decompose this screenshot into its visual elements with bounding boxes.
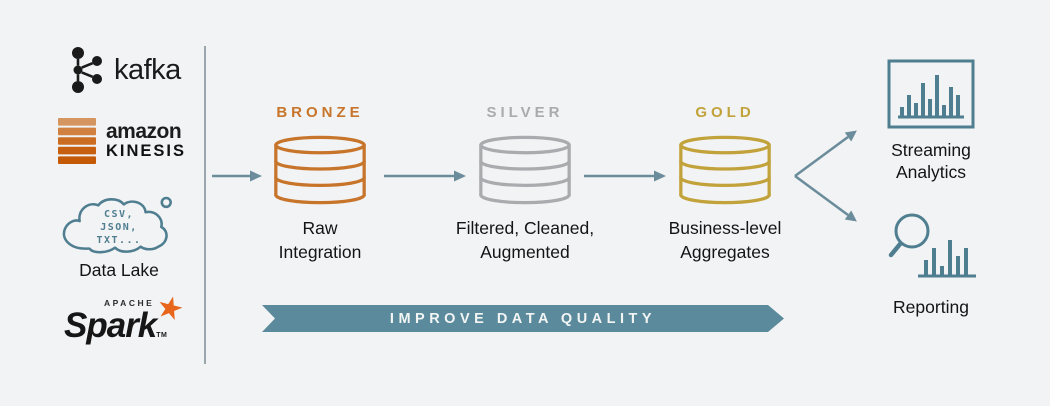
kafka-icon [72, 47, 102, 93]
reporting-label: Reporting [893, 297, 969, 317]
reporting-icon [888, 213, 976, 278]
flow-arrow-silver-to-gold [584, 170, 666, 182]
stage-header-gold: GOLD [695, 104, 755, 121]
spark-logo: SparkTM ★ [64, 291, 185, 345]
spark-label: Spark [64, 306, 157, 345]
stage-gold: GOLD Business-level Aggregates [615, 104, 835, 264]
amazon-label: amazon [106, 120, 182, 144]
stage-label-bronze: Raw Integration [278, 218, 362, 262]
cloud-line-1: CSV, [103, 209, 135, 220]
data-lake-source: CSV, JSON, TXT... Data Lake [58, 194, 184, 280]
silver-database-icon [479, 135, 571, 205]
kinesis-icon [58, 118, 96, 164]
flow-arrow-bronze-to-silver [384, 170, 466, 182]
stage-silver: SILVER Filtered, Cleaned, Augmented [415, 104, 635, 264]
data-lake-formats: CSV, JSON, TXT... [58, 208, 180, 247]
stage-header-silver: SILVER [486, 104, 564, 121]
stage-label-gold: Business-level Aggregates [668, 218, 782, 262]
apache-label: APACHE [104, 298, 155, 308]
stage-label-silver: Filtered, Cleaned, Augmented [455, 218, 595, 262]
spark-source: APACHE SparkTM ★ [64, 291, 185, 345]
improve-data-quality-label: IMPROVE DATA QUALITY [389, 310, 657, 327]
spark-trademark: TM [156, 332, 168, 339]
streaming-analytics-icon [887, 59, 975, 129]
flow-arrow-sources-to-bronze [212, 170, 262, 182]
kafka-source: kafka [64, 44, 181, 96]
data-lake-label: Data Lake [79, 260, 159, 280]
gold-database-icon [679, 135, 771, 205]
cloud-line-2: JSON, [100, 222, 138, 233]
cloud-line-3: TXT... [96, 235, 142, 246]
stage-header-bronze: BRONZE [276, 104, 364, 121]
flow-arrows-gold-to-outputs [794, 130, 857, 222]
kinesis-label: KINESIS [106, 142, 187, 161]
stage-bronze: BRONZE Raw Integration [210, 104, 430, 264]
sources-divider-line [204, 46, 206, 364]
kinesis-source: amazon KINESIS [56, 117, 186, 165]
improve-data-quality-banner: IMPROVE DATA QUALITY [262, 305, 784, 332]
spark-star-icon: ★ [155, 290, 185, 326]
bronze-database-icon [274, 135, 366, 205]
streaming-analytics-label: Streaming Analytics [891, 140, 971, 182]
kafka-label: kafka [114, 53, 181, 86]
data-lake-cloud-icon [62, 196, 172, 254]
